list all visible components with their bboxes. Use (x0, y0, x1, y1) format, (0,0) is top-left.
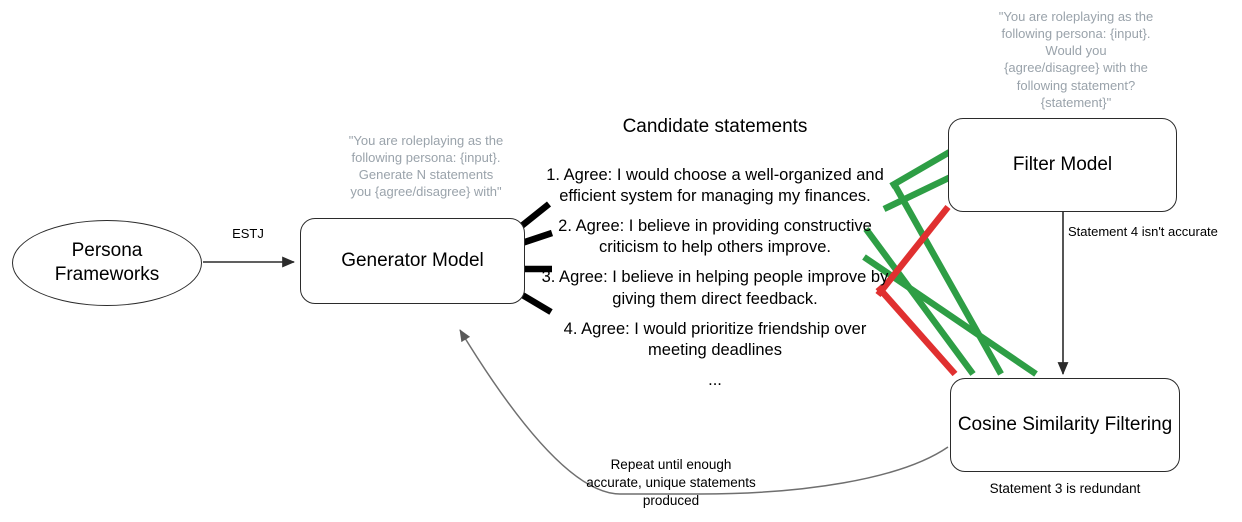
caption-statement-3-redundant: Statement 3 is redundant (989, 481, 1141, 496)
prompt-note-generator: "You are roleplaying as the following pe… (348, 133, 504, 200)
node-persona-frameworks[interactable]: Persona Frameworks (12, 220, 202, 306)
edge-label-estj: ESTJ (232, 226, 264, 241)
node-generator-model[interactable]: Generator Model (300, 218, 525, 304)
list-item: 1. Agree: I would choose a well-organize… (546, 166, 884, 206)
edge-label-statement-4-inaccurate: Statement 4 isn't accurate (1068, 224, 1218, 239)
node-generator-model-label: Generator Model (341, 250, 484, 271)
node-persona-frameworks-label: Persona Frameworks (54, 240, 160, 285)
prompt-note-filter: "You are roleplaying as the following pe… (998, 9, 1154, 110)
list-item: 3. Agree: I believe in helping people im… (541, 268, 889, 308)
node-filter-model-label: Filter Model (1012, 154, 1113, 175)
node-cosine-similarity-filtering[interactable]: Cosine Similarity Filtering (950, 378, 1180, 472)
candidate-statements-list: 1. Agree: I would choose a well-organize… (540, 165, 890, 391)
node-cosine-similarity-filtering-label: Cosine Similarity Filtering (957, 414, 1173, 435)
caption-feedback-loop: Repeat until enough accurate, unique sta… (586, 457, 756, 509)
node-filter-model[interactable]: Filter Model (948, 118, 1177, 212)
candidate-statements-title: Candidate statements (622, 116, 808, 137)
list-ellipsis: ... (708, 370, 722, 389)
list-item: 4. Agree: I would prioritize friendship … (563, 319, 867, 359)
list-item: 2. Agree: I believe in providing constru… (558, 217, 872, 257)
